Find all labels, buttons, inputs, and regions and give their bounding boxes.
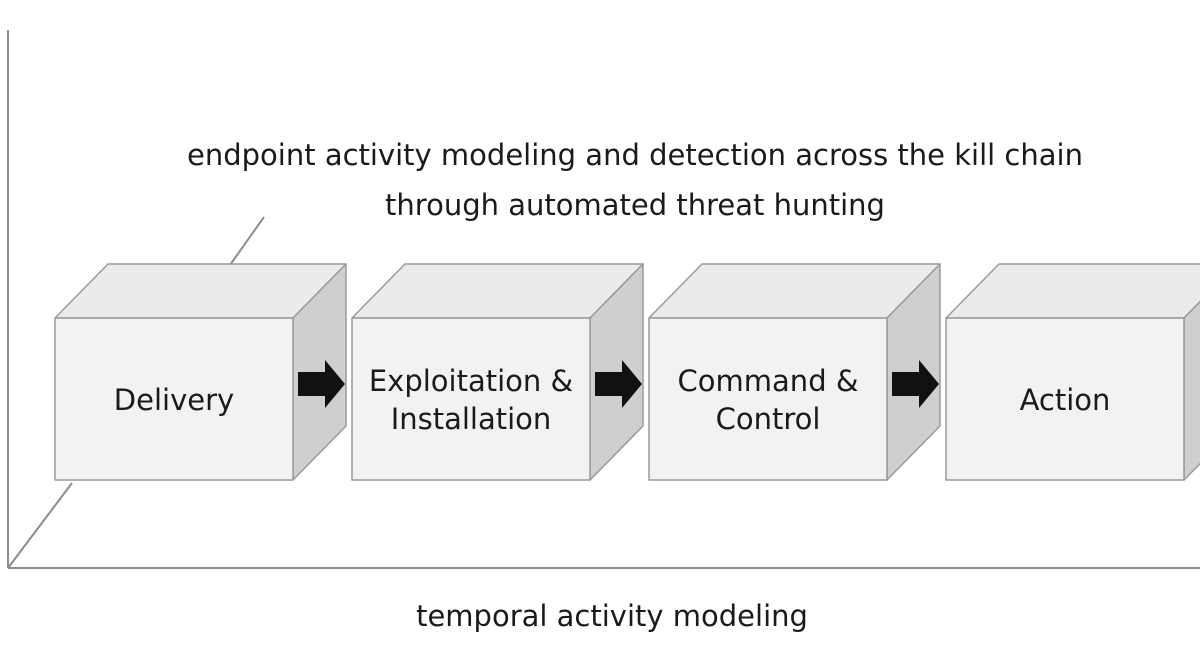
flow-arrow [595, 360, 642, 408]
stage-label: Delivery [113, 383, 235, 417]
depth-axis-upper [229, 216, 265, 266]
bottom-caption: temporal activity modeling [416, 599, 808, 633]
top-caption-line-1: endpoint activity modeling and detection… [187, 138, 1083, 172]
box-front-face [648, 317, 888, 481]
stage-box [54, 263, 347, 481]
top-caption: endpoint activity modeling and detection… [35, 130, 1200, 230]
stage-arrows [298, 360, 939, 408]
flow-arrow [892, 360, 939, 408]
box-front-face [54, 317, 294, 481]
depth-axis-lower [7, 482, 73, 569]
top-caption-line-2: through automated threat hunting [385, 188, 885, 222]
stage-label: Exploitation & Installation [368, 364, 574, 436]
box-top-face [945, 263, 1200, 319]
flow-arrow [298, 360, 345, 408]
stage-label: Command & Control [677, 364, 859, 436]
box-front-face [351, 317, 591, 481]
box-front-face [945, 317, 1185, 481]
stage-label: Action [1019, 383, 1111, 417]
stage-box [945, 263, 1200, 481]
